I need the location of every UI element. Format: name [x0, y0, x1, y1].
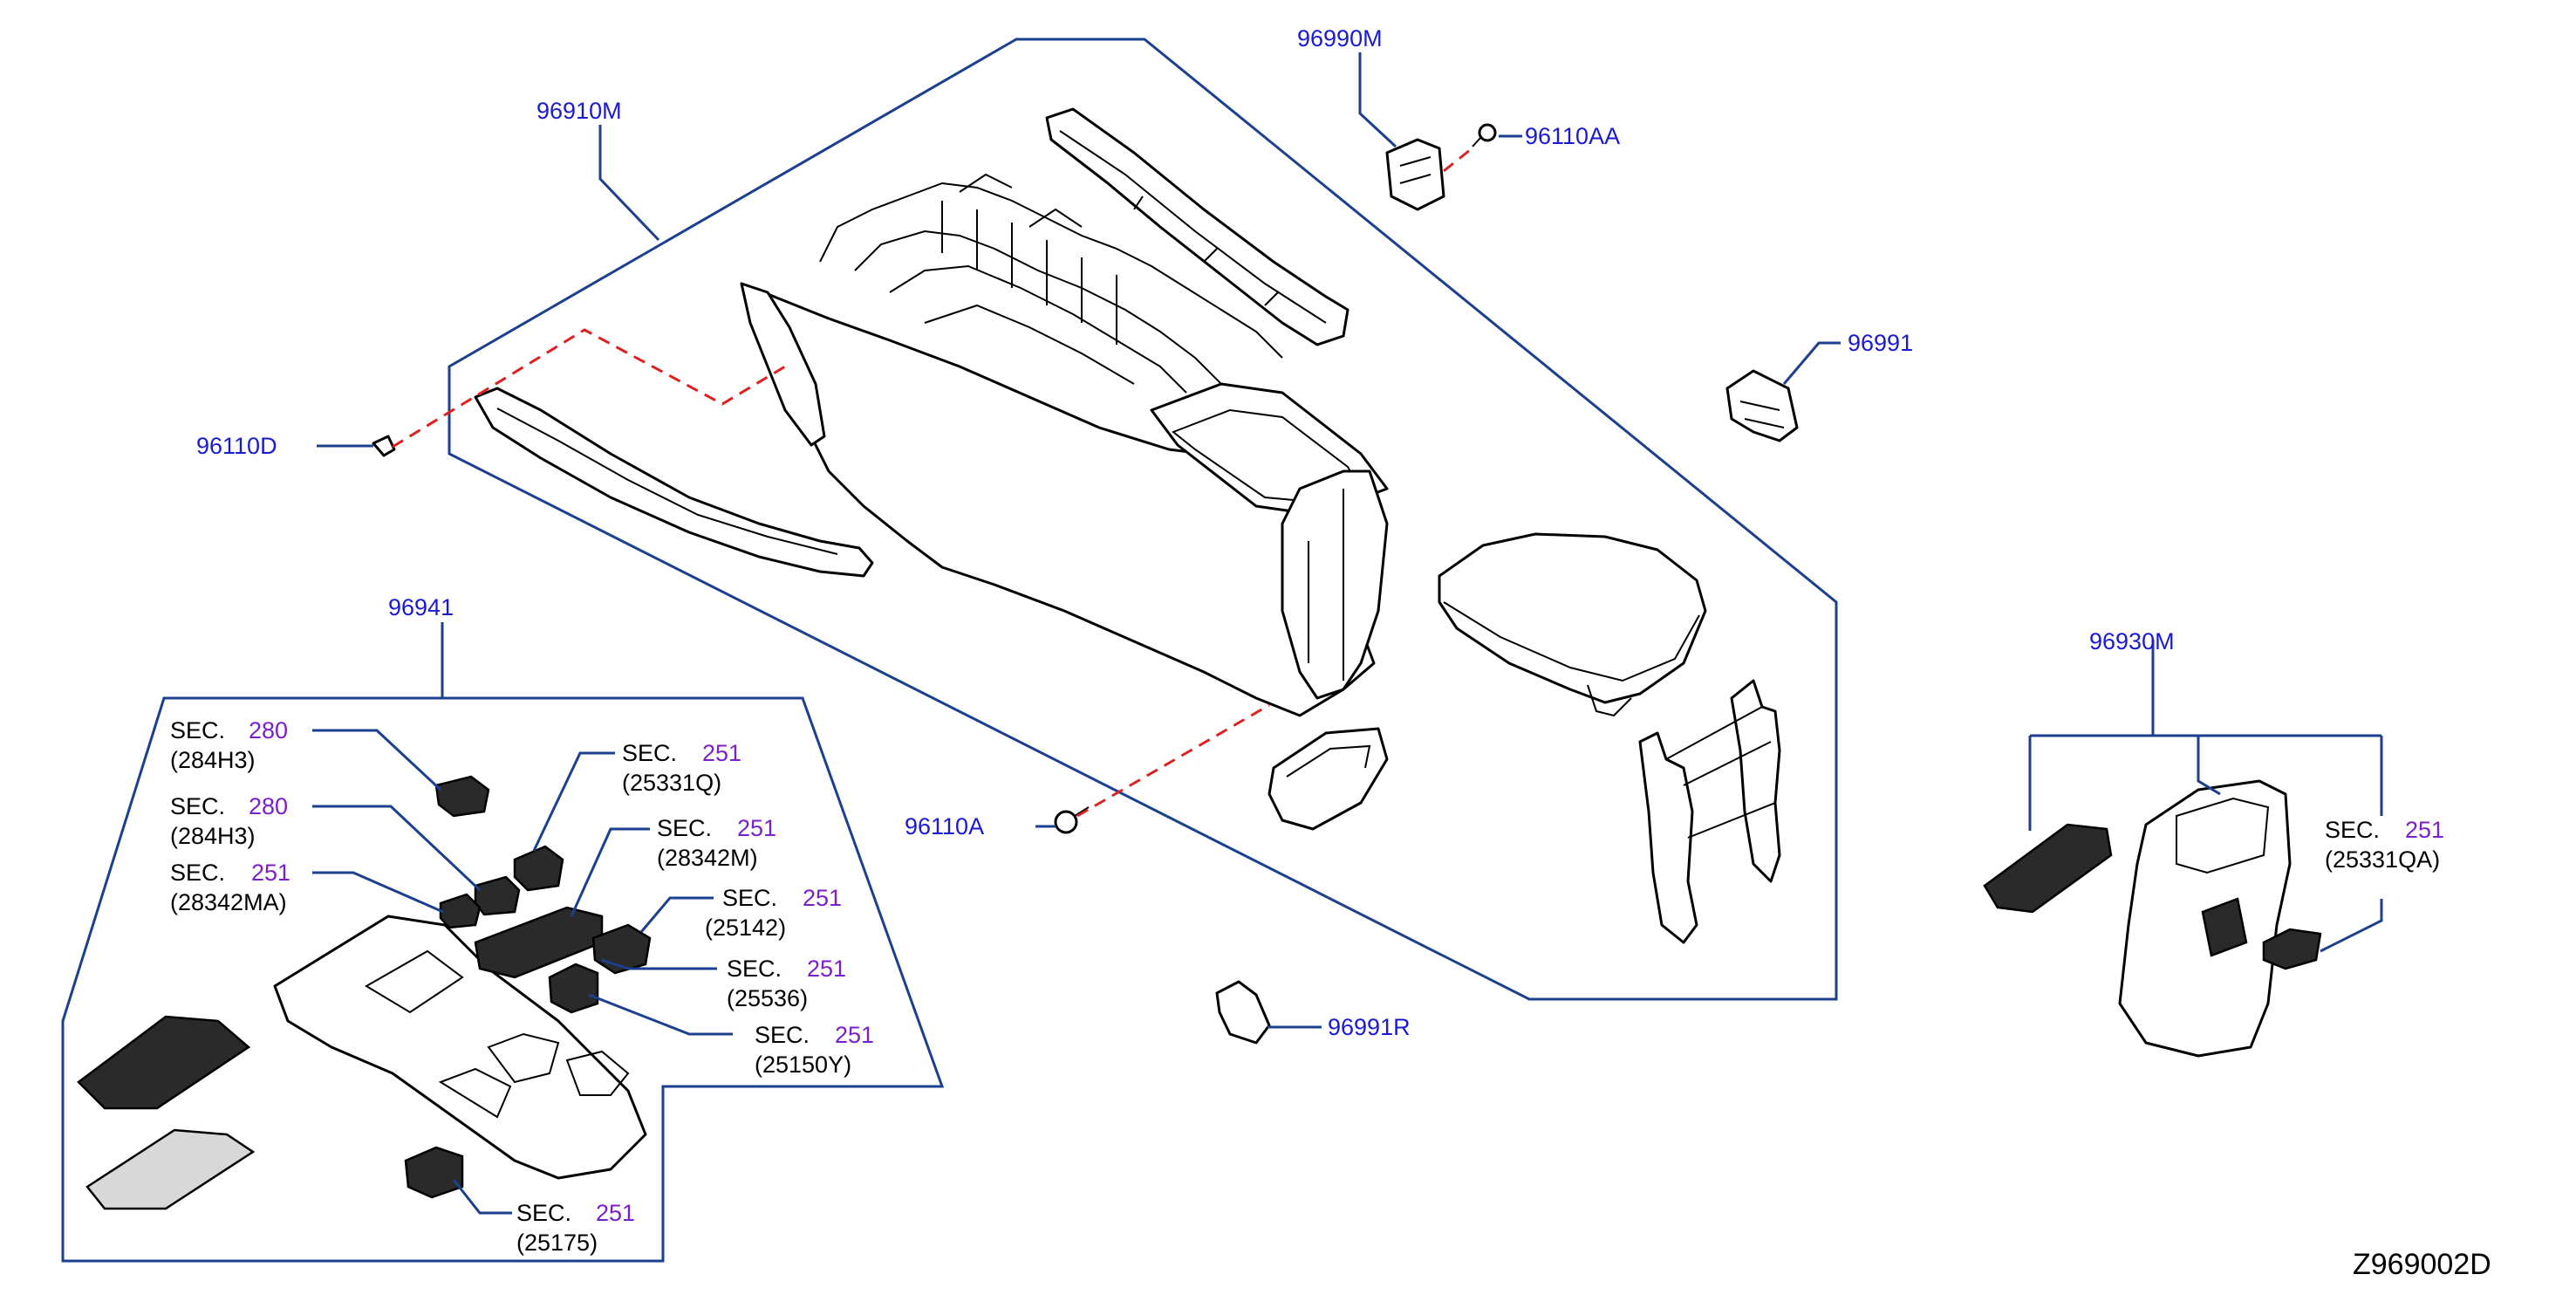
section-code: (25536) [727, 985, 808, 1011]
section-number: 251 [702, 740, 741, 766]
bracket-96990m-part [1385, 138, 1445, 211]
label-96110d: 96110D [196, 433, 277, 459]
hinge-bracket-part [1638, 679, 1781, 944]
switch-25175-part [404, 1146, 464, 1199]
section-number: 280 [249, 793, 288, 819]
section-prefix: SEC. [170, 793, 225, 819]
leader-25331q [532, 751, 615, 852]
leader-284h3-upper [312, 729, 442, 791]
section-ref-251-25150y: SEC. 251 (25150Y) [755, 1022, 874, 1078]
leader-96990m [1358, 52, 1397, 148]
label-96941: 96941 [388, 594, 454, 620]
console-mat-lower-part [85, 1128, 256, 1210]
leader-28342m [570, 827, 650, 917]
upper-side-trim-part [1045, 107, 1349, 346]
section-code: (25150Y) [755, 1052, 851, 1078]
section-number: 251 [251, 860, 290, 886]
diagram-code: Z969002D [2353, 1248, 2491, 1281]
section-code: (284H3) [170, 747, 256, 773]
section-prefix: SEC. [170, 860, 225, 886]
section-ref-251-25142: SEC. 251 (25142) [705, 885, 842, 941]
armrest-lid-part [1438, 532, 1707, 717]
section-number: 251 [596, 1200, 635, 1226]
rear-vent-part [1983, 823, 2113, 914]
bracket-96991r-part [1215, 980, 1271, 1045]
section-ref-251-28342ma: SEC. 251 (28342MA) [170, 860, 290, 915]
section-ref-251-28342m: SEC. 251 (28342M) [657, 815, 776, 871]
fastener-line-96110a [1076, 703, 1270, 818]
clip-96110aa-part [1472, 123, 1497, 147]
leader-284h3-lower [312, 805, 482, 892]
section-prefix: SEC. [170, 717, 225, 743]
console-body-part [740, 173, 1389, 717]
leader-96910m [598, 125, 660, 242]
rear-usb-25331qa-part [2262, 928, 2322, 970]
fastener-line-96110d [392, 328, 786, 449]
label-96910m: 96910M [536, 98, 622, 124]
section-prefix: SEC. [2325, 817, 2380, 843]
switch-25331q-part [513, 845, 564, 892]
section-prefix: SEC. [727, 956, 782, 982]
label-96110aa: 96110AA [1525, 123, 1620, 149]
leader-25142 [639, 896, 714, 933]
section-code: (284H3) [170, 823, 256, 849]
leader-25175 [452, 1179, 512, 1215]
section-number: 251 [737, 815, 776, 841]
section-code: (28342MA) [170, 889, 287, 915]
switch-28342ma-part [439, 893, 482, 929]
switch-284h3-upper-part [434, 775, 490, 818]
section-prefix: SEC. [516, 1200, 571, 1226]
bracket-96991-part [1725, 369, 1799, 442]
console-finisher-group-outline [61, 696, 945, 1263]
rear-console-finisher-part [2118, 779, 2292, 1058]
section-number: 251 [835, 1022, 874, 1048]
section-ref-251-25331qa: SEC. 251 (25331QA) [2325, 817, 2444, 873]
label-96991r: 96991R [1328, 1014, 1411, 1040]
switch-284h3-lower-part [474, 875, 521, 916]
section-number: 251 [803, 885, 842, 911]
console-assembly-group-outline [448, 38, 1838, 1001]
leader-96991 [1782, 341, 1841, 385]
label-96930m: 96930M [2089, 628, 2175, 654]
section-number: 280 [249, 717, 288, 743]
label-96991: 96991 [1848, 330, 1913, 356]
section-prefix: SEC. [722, 885, 777, 911]
section-number: 251 [2405, 817, 2444, 843]
label-96990m: 96990M [1297, 25, 1383, 51]
section-prefix: SEC. [755, 1022, 810, 1048]
section-ref-280-284h3-lower: SEC. 280 (284H3) [170, 793, 288, 849]
section-number: 251 [807, 956, 846, 982]
fastener-line-96110aa [1443, 145, 1475, 173]
section-code: (25331QA) [2325, 846, 2440, 873]
center-console-finisher-part [273, 915, 647, 1180]
section-code: (25331Q) [622, 770, 721, 796]
section-ref-280-284h3-upper: SEC. 280 (284H3) [170, 717, 288, 773]
section-code: (25175) [516, 1230, 598, 1256]
section-ref-251-25331q: SEC. 251 (25331Q) [622, 740, 741, 796]
console-mat-upper-part [77, 1015, 251, 1110]
console-bin-part [1268, 727, 1389, 831]
leader-96930m-body [2197, 736, 2221, 796]
leader-25150y [588, 993, 733, 1036]
section-prefix: SEC. [622, 740, 677, 766]
label-96110a: 96110A [905, 813, 984, 839]
socket-25536-part [548, 963, 599, 1014]
section-code: (25142) [705, 915, 786, 941]
section-prefix: SEC. [657, 815, 712, 841]
section-ref-251-25175: SEC. 251 (25175) [516, 1200, 635, 1256]
leader-25536 [601, 958, 717, 970]
leader-28342ma [312, 871, 444, 914]
section-code: (28342M) [657, 845, 758, 871]
side-finisher-part [474, 387, 874, 578]
clip-96110d-part [372, 435, 396, 457]
section-ref-251-25536: SEC. 251 (25536) [727, 956, 846, 1011]
leader-25331qa [2320, 899, 2383, 953]
clip-96110a-part [1054, 806, 1090, 834]
